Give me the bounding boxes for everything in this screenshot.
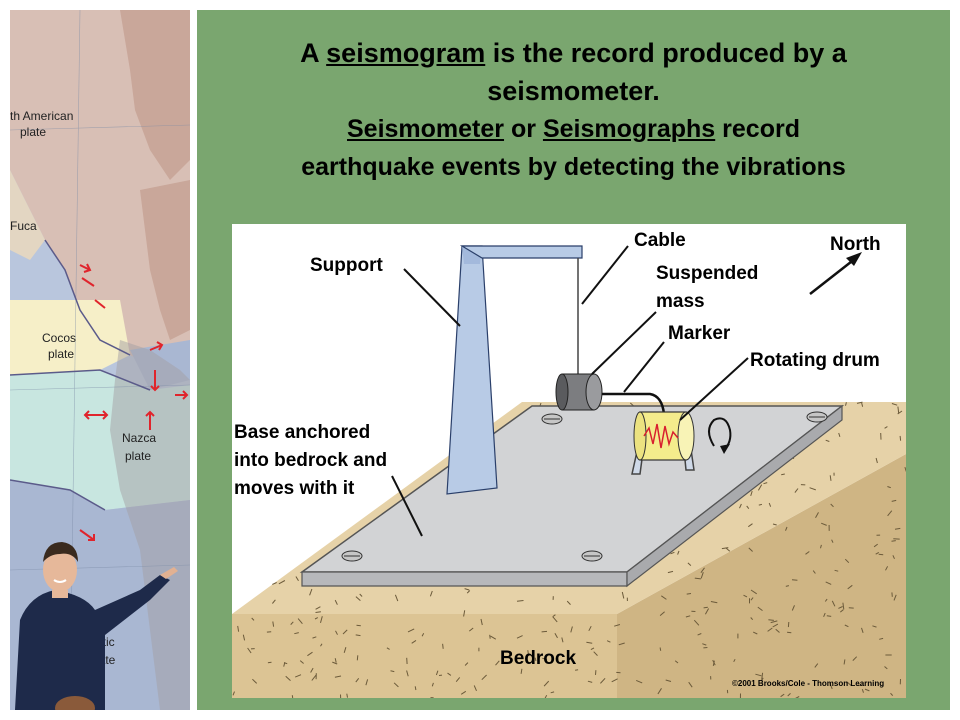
label-cable: Cable: [634, 230, 686, 251]
title-line-4: earthquake events by detecting the vibra…: [301, 153, 846, 181]
bedrock-side-face: [617, 454, 906, 698]
label-suspended: Suspended: [656, 263, 758, 284]
presenter-person-illustration: [15, 542, 178, 710]
title-line-1: A seismogram is the record produced by a: [197, 34, 950, 72]
label-base-line2: into bedrock and: [234, 450, 387, 471]
label-base-line3: moves with it: [234, 478, 355, 499]
title-line-3: Seismometer or Seismographs record: [197, 110, 950, 148]
title-line-2: seismometer.: [487, 76, 660, 106]
label-support: Support: [310, 255, 383, 276]
map-label-fuca: Fuca: [10, 219, 37, 233]
label-north: North: [830, 234, 881, 255]
map-label-plate-1: plate: [20, 125, 46, 139]
title-term-seismometer: Seismometer: [347, 115, 505, 143]
leader-marker: [623, 341, 665, 393]
label-marker: Marker: [668, 323, 731, 344]
label-mass: mass: [656, 291, 705, 312]
cocos-plate: [10, 300, 130, 375]
label-bedrock: Bedrock: [500, 648, 576, 669]
map-labels: th American plate Fuca Cocos plate Nazca…: [10, 109, 156, 667]
suspended-mass: [555, 373, 603, 411]
map-illustration: th American plate Fuca Cocos plate Nazca…: [10, 10, 190, 710]
title-line1-suffix: is the record produced by a: [485, 38, 847, 68]
north-arrow: [809, 257, 857, 295]
leader-support: [403, 268, 461, 327]
map-label-plate-3: plate: [125, 449, 151, 463]
rotation-arrow: [708, 417, 732, 451]
leader-mass: [591, 311, 657, 375]
title-line1-prefix: A: [300, 38, 327, 68]
map-label-plate-2: plate: [48, 347, 74, 361]
title-line3-mid: or: [504, 115, 543, 143]
anchor-bolts: [341, 411, 828, 562]
marker-arm: [602, 392, 666, 415]
seismometer-diagram: Support Cable North Suspended mass Marke…: [232, 224, 906, 698]
label-base-line1: Base anchored: [234, 422, 370, 443]
leader-cable: [581, 245, 629, 305]
leader-drum: [679, 357, 749, 421]
juan-de-fuca-plate: [10, 170, 45, 260]
map-label-cocos: Cocos: [42, 331, 76, 345]
support-arm: [459, 245, 583, 259]
rotating-drum: [633, 411, 695, 461]
title-line3-suffix: record: [715, 115, 800, 143]
title-term-seismographs: Seismographs: [542, 115, 716, 143]
map-label-north-american: th American: [10, 109, 73, 123]
bedrock-front-face: [232, 614, 617, 698]
map-label-nazca: Nazca: [122, 431, 156, 445]
leader-base: [391, 475, 423, 537]
label-rotating-drum: Rotating drum: [750, 350, 880, 371]
title-term-seismogram: seismogram: [326, 38, 486, 68]
slide-title: A seismogram is the record produced by a…: [197, 34, 950, 186]
support-column: [446, 245, 498, 495]
tectonic-map-strip: th American plate Fuca Cocos plate Nazca…: [10, 10, 190, 710]
copyright-notice: ©2001 Brooks/Cole - Thomson Learning: [732, 679, 884, 688]
content-panel: A seismogram is the record produced by a…: [197, 10, 950, 710]
